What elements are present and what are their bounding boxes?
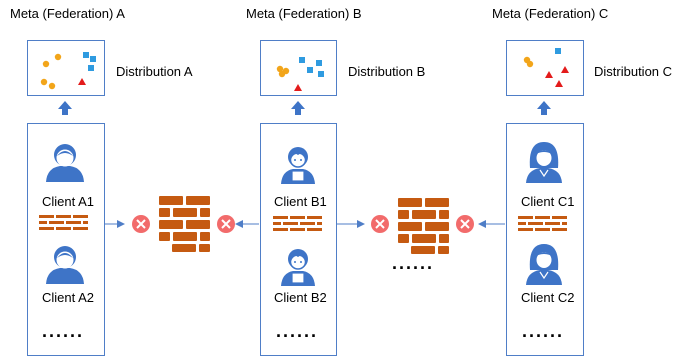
orange-dot — [278, 70, 286, 78]
client-a2-label: Client A2 — [42, 290, 95, 305]
distribution-b-label: Distribution B — [348, 64, 426, 79]
orange-dot — [276, 65, 284, 73]
client-c1-label: Client C1 — [521, 194, 575, 209]
orange-dot — [42, 60, 50, 68]
client-b2-label: Client B2 — [274, 290, 327, 305]
more-clients-a: ...... — [42, 321, 85, 341]
red-triangle — [545, 71, 553, 78]
federation-b-title: Meta (Federation) B — [246, 6, 362, 21]
red-triangle — [555, 80, 563, 87]
distribution-b-scatter — [276, 57, 324, 91]
blue-square — [83, 52, 89, 58]
red-triangle — [78, 78, 86, 85]
distribution-a-box — [27, 40, 105, 96]
distribution-b-box — [260, 40, 337, 96]
more-clients-c: ...... — [522, 321, 565, 341]
blue-square — [318, 71, 324, 77]
distribution-c-scatter — [523, 48, 569, 87]
blocked-x-icon — [132, 215, 150, 233]
more-federations: ...... — [392, 253, 435, 273]
up-arrow-icon — [58, 101, 72, 115]
orange-dot — [48, 82, 56, 90]
blue-square — [88, 65, 94, 71]
distribution-a-label: Distribution A — [116, 64, 193, 79]
blocked-x-icon — [217, 215, 235, 233]
client-c2-label: Client C2 — [521, 290, 575, 305]
red-triangle — [561, 66, 569, 73]
distribution-a-scatter — [40, 52, 96, 90]
brick-wall-icon — [159, 196, 210, 252]
blue-square — [307, 67, 313, 73]
up-arrow-icon — [291, 101, 305, 115]
orange-dot — [54, 53, 62, 61]
up-arrow-icon — [537, 101, 551, 115]
distribution-c-label: Distribution C — [594, 64, 673, 79]
more-clients-b: ...... — [276, 321, 319, 341]
client-a1-label: Client A1 — [42, 194, 95, 209]
blocked-x-icon — [371, 215, 389, 233]
blue-square — [299, 57, 305, 63]
distribution-c-box — [506, 40, 584, 96]
red-triangle — [294, 84, 302, 91]
brick-wall-icon — [398, 198, 449, 254]
federation-a-title: Meta (Federation) A — [10, 6, 125, 21]
federation-c-title: Meta (Federation) C — [492, 6, 609, 21]
blue-square — [90, 56, 96, 62]
blue-square — [316, 60, 322, 66]
orange-dot — [526, 60, 534, 68]
blue-square — [555, 48, 561, 54]
orange-dot — [40, 78, 48, 86]
blocked-x-icon — [456, 215, 474, 233]
client-b1-label: Client B1 — [274, 194, 327, 209]
